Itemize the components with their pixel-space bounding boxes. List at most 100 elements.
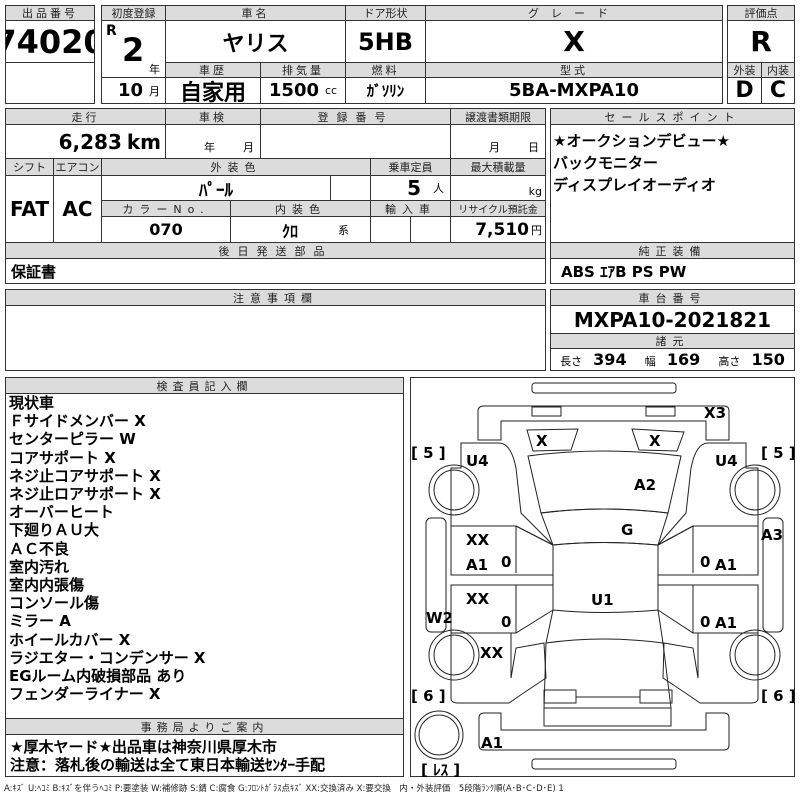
int-score: C (761, 77, 795, 104)
yen-unit: 円 (531, 223, 542, 237)
rear-glass (545, 609, 664, 644)
inspector-note: Ｆサイドメンバー X (9, 412, 146, 431)
color-no: 070 (101, 216, 231, 243)
inspector-note: ネジ止ロアサポート X (9, 485, 161, 504)
inspector-label: 検査員記入欄 (5, 377, 404, 394)
int-score-label: 内装 (761, 62, 795, 78)
rear-panel (543, 707, 672, 727)
first-reg-label: 初度登録 (101, 5, 166, 21)
inspector-note: オーバーヒート (9, 503, 114, 522)
transfer-day-unit: 日 (528, 141, 539, 154)
damage-mark: G (621, 521, 633, 539)
rear-bumper-strip (531, 758, 677, 770)
ac: AC (53, 175, 102, 243)
inspector-note: EGルーム内破損部品 あり (9, 667, 187, 686)
rear-quarter-left (450, 633, 547, 704)
shift: FAT (5, 175, 54, 243)
car-name: ヤリス (165, 20, 346, 63)
later-parts: 保証書 (5, 258, 546, 284)
office-line: 注意：落札後の輸送は全て東日本輸送ｾﾝﾀｰ手配 (10, 756, 326, 775)
inspection-year-unit: 年 (204, 141, 215, 154)
damage-mark: A3 (761, 526, 783, 544)
mileage-value: 6,283 (58, 129, 122, 154)
door: 5HB (345, 20, 426, 63)
door-zero-mark: 0 (700, 613, 710, 631)
mirrors (526, 428, 685, 452)
width: 169 (666, 350, 701, 369)
wheels (414, 464, 781, 760)
rear-quarter-right (662, 633, 759, 704)
import-cell-2 (410, 216, 451, 243)
import-label: 輸入車 (370, 200, 451, 217)
inspector-note: ラジエター・コンデンサー X (9, 648, 206, 667)
damage-mark: A1 (466, 556, 488, 574)
reg-year: 2 (122, 31, 145, 69)
recycle-value: 7,510 (475, 219, 529, 240)
max-load: kg (450, 175, 546, 201)
history: 自家用 (165, 77, 261, 104)
shift-label: シフト (5, 158, 54, 176)
rear-bumper (478, 712, 730, 751)
sales-point: バックモニター (553, 154, 659, 172)
notes (5, 305, 546, 371)
damage-mark: U1 (591, 591, 614, 609)
inspector-note: ＡＣ不良 (9, 539, 70, 558)
length-label: 長さ (560, 355, 583, 368)
height: 150 (751, 350, 785, 369)
reg-no (260, 124, 451, 159)
trunk (543, 642, 672, 709)
transfer-month-unit: 月 (489, 141, 500, 154)
damage-mark: XX (466, 531, 490, 549)
door-zero-mark: 0 (501, 553, 511, 571)
rocker-left (425, 517, 447, 633)
tyre-tread: [ 6 ] (761, 687, 796, 705)
year-unit: 年 (149, 63, 160, 76)
office-notes: ★厚木ヤード★出品車は神奈川県厚木市 注意：落札後の輸送は全て東日本輸送ｾﾝﾀｰ… (5, 734, 404, 777)
transfer: 月日 (450, 124, 546, 159)
front-bumper (477, 405, 730, 441)
damage-mark: U4 (715, 452, 738, 470)
sales-point: ディスプレイオーディオ (553, 176, 716, 194)
ext-color: ﾊﾟｰﾙ (101, 175, 331, 201)
front-bumper-strip (531, 382, 677, 394)
int-color: ｸﾛ系 (230, 216, 371, 243)
tyre-tread: [ 5 ] (411, 444, 446, 462)
inspector-note: 下廻りＡＵ大 (9, 521, 100, 540)
model: 5BA-MXPA10 (425, 77, 723, 104)
sales-points: ★オークションデビュー★ バックモニター ディスプレイオーディオ (550, 124, 795, 243)
max-load-label: 最大積載量 (450, 158, 546, 176)
legend: A:ｷｽﾞ U:ﾍｺﾐ B:ｷｽﾞを伴うﾍｺﾐ P:要塗装 W:補修跡 S:錆 … (4, 784, 564, 794)
door-zero-mark: 0 (501, 613, 511, 631)
inspection-month-unit: 月 (243, 141, 254, 154)
right-doors (657, 525, 759, 634)
windshield (540, 508, 669, 546)
cc-unit: cc (325, 84, 338, 97)
transfer-label: 譲渡書類期限 (450, 108, 546, 125)
door-label: ドア形状 (345, 5, 426, 21)
damage-mark: X (536, 432, 548, 450)
taillight-left (543, 689, 577, 704)
inspector-note: 室内内張傷 (9, 576, 85, 595)
displacement-label: 排気量 (260, 62, 346, 78)
tyre-tread: [ 6 ] (411, 687, 446, 705)
inspector-note: ネジ止コアサポート X (9, 466, 161, 485)
score: R (727, 20, 795, 63)
grade-label: グレード (425, 5, 723, 21)
inspector-note: コンソール傷 (9, 594, 100, 613)
left-doors (450, 525, 554, 634)
car-name-label: 車名 (165, 5, 346, 21)
rocker-right (762, 517, 784, 633)
damage-mark: U4 (466, 452, 489, 470)
inspector-note: コアサポート X (9, 448, 116, 467)
era: R (106, 23, 117, 39)
km-unit: km (126, 129, 161, 154)
specs: 長さ 394 幅 169 高さ 150 (550, 348, 795, 371)
damage-mark: X (649, 432, 661, 450)
specs-label: 諸元 (550, 333, 795, 349)
history-label: 車歴 (165, 62, 261, 78)
